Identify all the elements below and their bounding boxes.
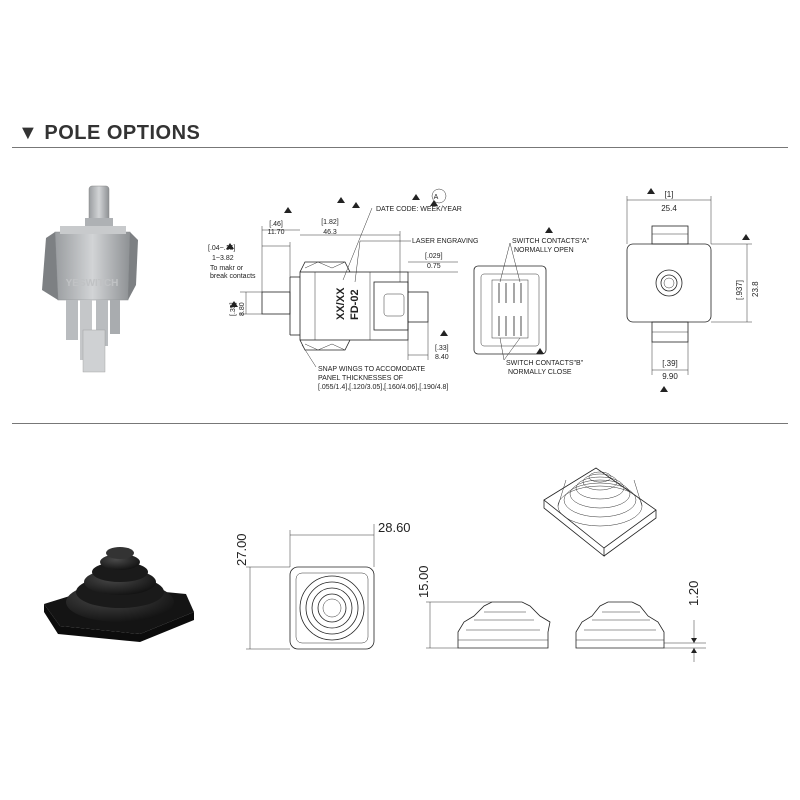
engraving-line-2: FD-02	[349, 289, 361, 320]
make-break-note-2: break contacts	[210, 273, 256, 280]
dim-8-80-mm: 8.80	[239, 302, 246, 316]
contacts-drawing: SWITCH CONTACTS"A" NORMALLY OPEN SWITCH …	[473, 227, 590, 376]
dim-9-90-mm: 9.90	[662, 372, 678, 381]
dim-33-in: [.33]	[435, 345, 449, 352]
dim-46-3-mm: 46.3	[323, 229, 337, 236]
dim-25-4-mm: 25.4	[661, 204, 677, 213]
dim-8-40-mm: 8.40	[435, 354, 449, 361]
middle-divider	[12, 423, 788, 424]
side-view-drawing: XX/XX FD-02 DATE CODE: WEEK/YEAR A	[208, 188, 478, 391]
dim-1-82-in: [1.82]	[321, 219, 339, 226]
top-view-drawing: [1] 25.4 [.937] 23.8 [.39] 9.90	[626, 188, 760, 392]
dim-937-in: [.937]	[735, 280, 744, 300]
circle-a-label: A	[434, 194, 439, 201]
contacts-a-label: SWITCH CONTACTS"A"	[512, 238, 590, 245]
dim-029-in: [.029]	[425, 253, 443, 260]
boot-isometric-view	[543, 467, 657, 557]
snap-wings-note-1: SNAP WINGS TO ACCOMODATE	[318, 366, 426, 373]
make-break-note-1: To makr or	[210, 265, 244, 272]
contacts-b-note: NORMALLY CLOSE	[508, 369, 572, 376]
boot-section-view: 1.20	[575, 581, 706, 662]
boot-height-dim: 27.00	[234, 533, 249, 566]
dim-23-8-mm: 23.8	[751, 281, 760, 297]
top-divider	[12, 147, 788, 148]
contacts-b-label: SWITCH CONTACTS"B"	[506, 360, 584, 367]
boot-side-height-dim: 15.00	[416, 565, 431, 598]
dim-1-in: [1]	[665, 190, 674, 199]
contacts-a-note: NORMALLY OPEN	[514, 247, 574, 254]
boot-side-view: 15.00	[416, 565, 551, 649]
boot-base-thickness-dim: 1.20	[686, 581, 701, 606]
snap-wings-note-2: PANEL THICKNESSES OF	[318, 375, 403, 382]
brand-label: YESWITCH	[66, 278, 119, 289]
dim-35-in: [.35]	[230, 302, 237, 316]
snap-wings-note-3: [.055/1.4],[.120/3.05],[.160/4.06],[.190…	[318, 384, 448, 391]
section-title-text: POLE OPTIONS	[44, 122, 201, 144]
dim-39-in: [.39]	[662, 359, 678, 368]
boot-photo	[44, 547, 194, 642]
boot-top-view: 28.60 27.00	[234, 520, 411, 650]
engraving-line-1: XX/XX	[335, 287, 347, 320]
triangle-down-icon: ▼	[18, 122, 39, 144]
switch-photo: YESWITCH	[42, 185, 138, 373]
laser-engraving-label: LASER ENGRAVING	[412, 238, 478, 245]
dim-11-70-mm: 11.70	[268, 229, 285, 236]
dim-1-3-82-mm: 1~3.82	[212, 255, 234, 262]
section-title: ▼ POLE OPTIONS	[18, 122, 200, 145]
boot-width-dim: 28.60	[378, 520, 411, 535]
dim-46-in: [.46]	[269, 221, 283, 228]
date-code-label: DATE CODE: WEEK/YEAR	[376, 206, 462, 213]
dim-04-15-in: [.04~.15]	[208, 245, 235, 252]
dim-0-75-mm: 0.75	[427, 263, 441, 270]
